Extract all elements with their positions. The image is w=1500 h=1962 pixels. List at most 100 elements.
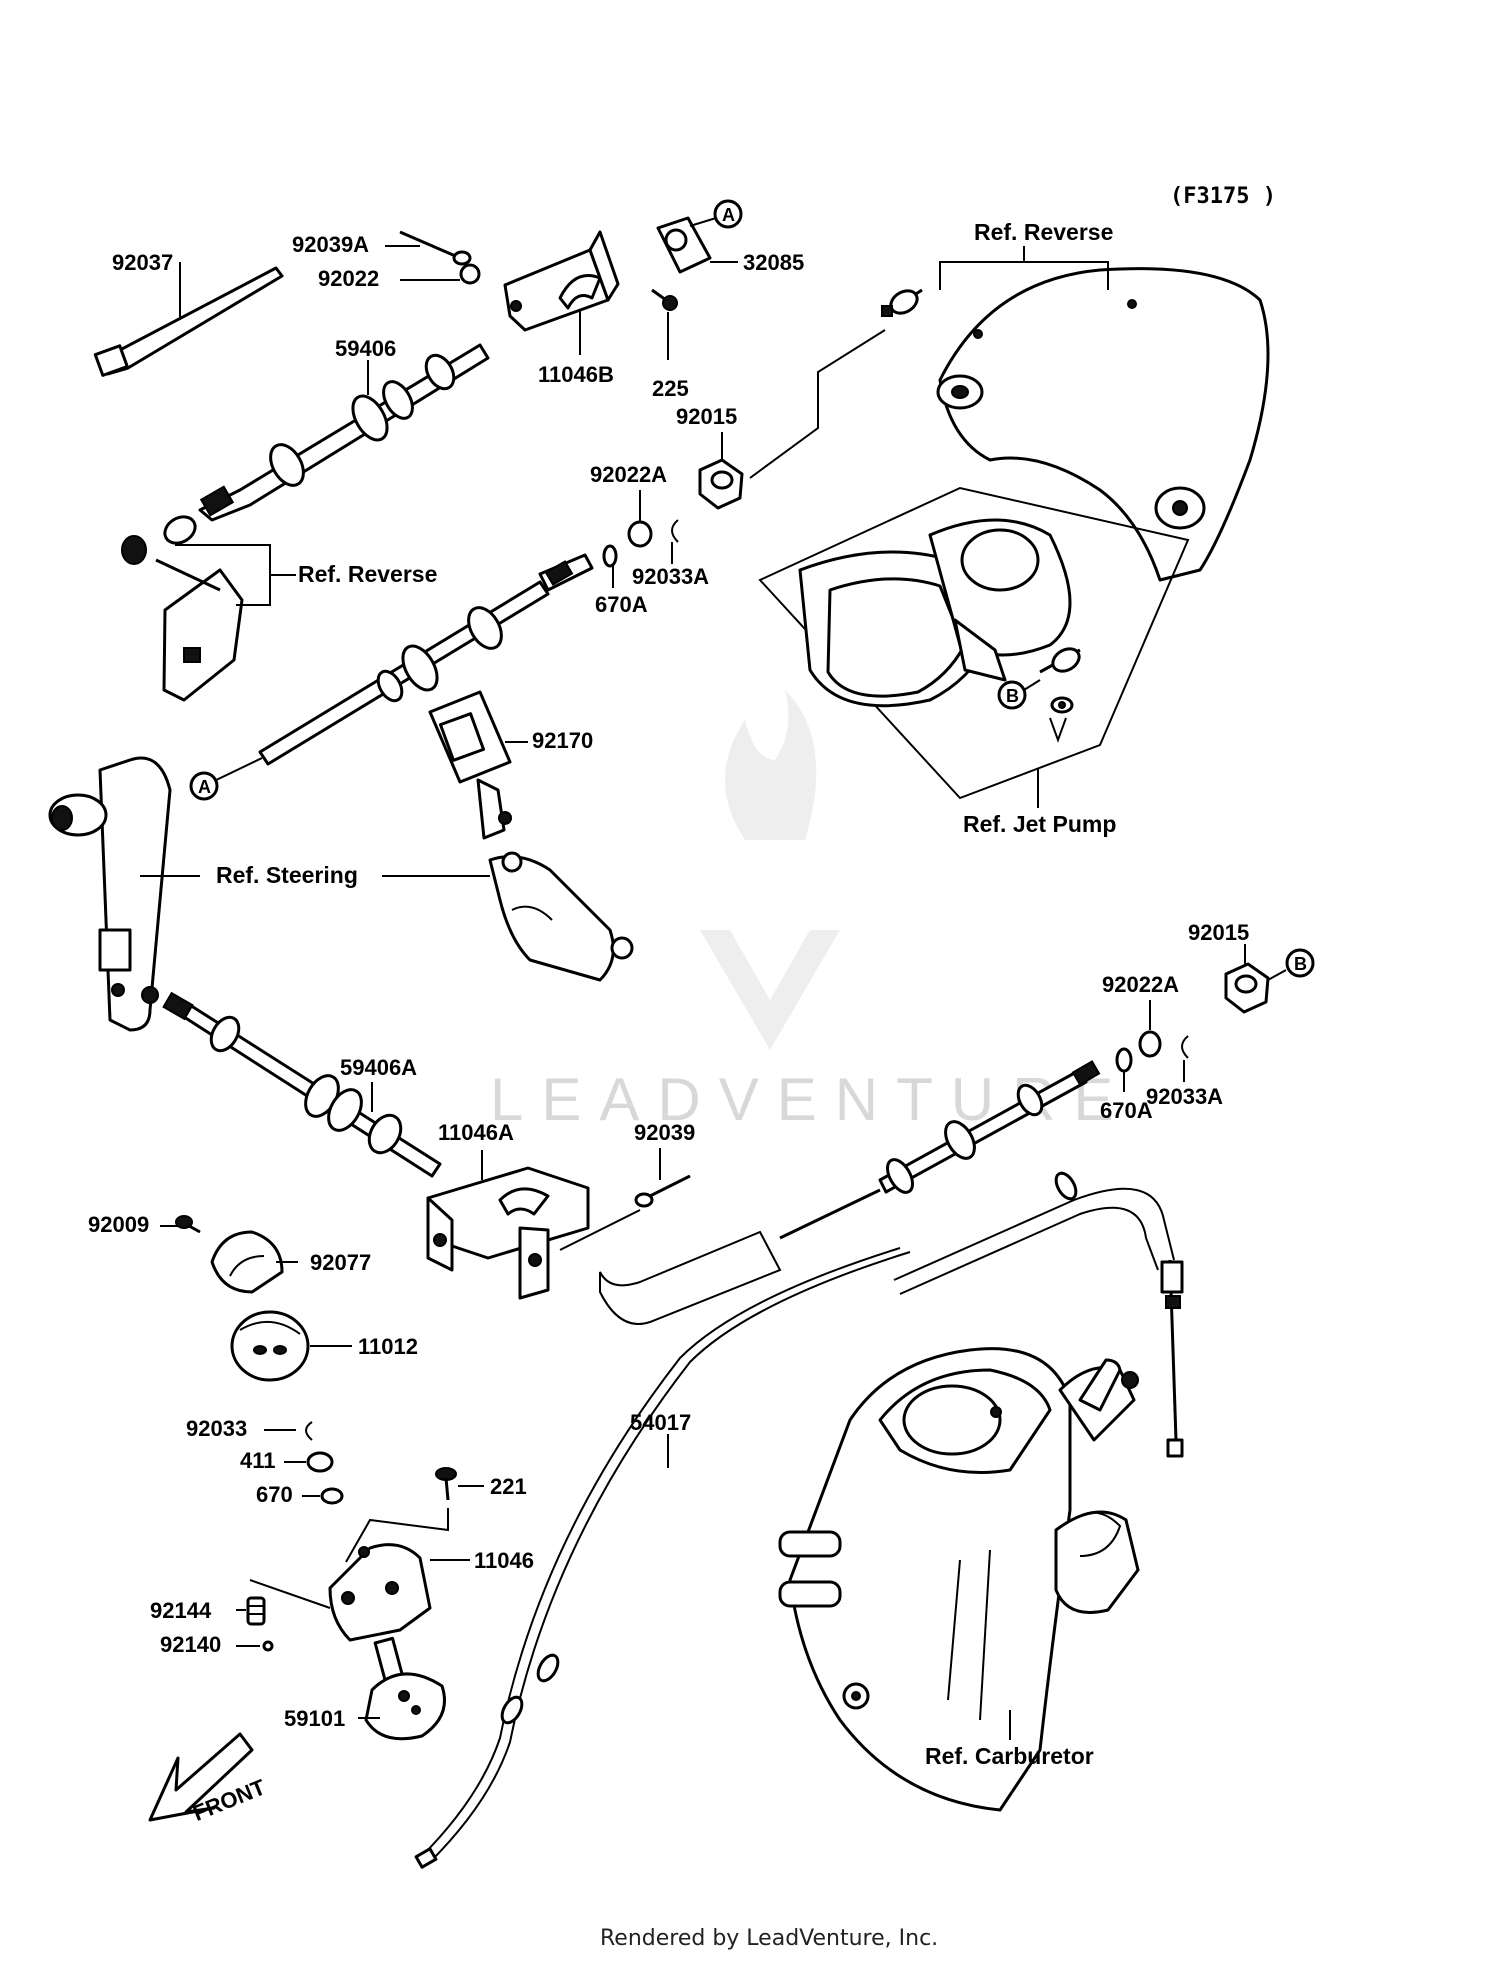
cable-tie-92037 bbox=[93, 266, 284, 377]
part-label-11046B: 11046B bbox=[538, 362, 614, 387]
marker-a-top bbox=[713, 199, 743, 229]
bracket-11046A bbox=[426, 1166, 590, 1300]
marker-b-right-label: B bbox=[1294, 954, 1307, 974]
part-label-670: 670 bbox=[256, 1482, 293, 1507]
part-label-92039: 92039 bbox=[634, 1120, 695, 1145]
leader-reverse-to-nut bbox=[749, 329, 886, 479]
washer-670A-right bbox=[1115, 1047, 1133, 1073]
washer-670A-top bbox=[602, 544, 618, 568]
leader-marker-a-bottom bbox=[209, 757, 263, 784]
knob-92077 bbox=[210, 1230, 284, 1294]
holder-92170 bbox=[428, 690, 512, 840]
washer-411 bbox=[306, 1451, 334, 1473]
clip-92033 bbox=[305, 1421, 313, 1441]
part-label-92033A-top: 92033A bbox=[632, 564, 709, 589]
plate-11012 bbox=[230, 1310, 310, 1382]
part-label-92077: 92077 bbox=[310, 1250, 371, 1275]
pump-arrow bbox=[1049, 717, 1067, 743]
part-label-221: 221 bbox=[490, 1474, 527, 1499]
part-label-92170: 92170 bbox=[532, 728, 593, 753]
pin-92039A bbox=[399, 230, 472, 266]
steering-arm bbox=[48, 756, 172, 1032]
throttle-cable-54017 bbox=[414, 1247, 911, 1869]
steering-clamp bbox=[488, 851, 634, 982]
screw-221 bbox=[435, 1467, 457, 1501]
part-label-11046: 11046 bbox=[474, 1548, 534, 1573]
ref-label-jet-pump: Ref. Jet Pump bbox=[963, 811, 1116, 837]
leader-221-to-lever bbox=[345, 1508, 449, 1563]
part-label-411: 411 bbox=[240, 1448, 276, 1473]
throttle-cable-end bbox=[1160, 1259, 1184, 1458]
lever-11046 bbox=[328, 1543, 432, 1642]
footer-credit: Rendered by LeadVenture, Inc. bbox=[600, 1926, 938, 1951]
washer-92022A-top bbox=[627, 520, 653, 548]
carburetor bbox=[778, 1347, 1140, 1812]
part-label-92033A-right: 92033A bbox=[1146, 1084, 1223, 1109]
part-label-92037: 92037 bbox=[112, 250, 173, 275]
part-label-92022: 92022 bbox=[318, 266, 379, 291]
bolt-225 bbox=[651, 288, 678, 311]
part-label-11012: 11012 bbox=[358, 1334, 418, 1359]
nut-92015-right bbox=[1224, 962, 1270, 1014]
marker-a-bottom-label: A bbox=[198, 777, 211, 797]
ref-label-reverse-top: Ref. Reverse bbox=[974, 219, 1113, 245]
ball-92140 bbox=[262, 1640, 274, 1652]
marker-a-top-label: A bbox=[722, 205, 735, 225]
switch-59101 bbox=[364, 1636, 446, 1741]
washer-92022 bbox=[459, 263, 481, 285]
marker-b-right bbox=[1285, 948, 1315, 978]
part-label-11046A: 11046A bbox=[438, 1120, 514, 1145]
part-label-92144: 92144 bbox=[150, 1598, 212, 1623]
cable-sheath-lower bbox=[599, 1230, 782, 1325]
jet-pump-outline bbox=[758, 486, 1190, 800]
part-label-59406: 59406 bbox=[335, 336, 396, 361]
cable-59406 bbox=[198, 343, 490, 522]
part-label-92009: 92009 bbox=[88, 1212, 149, 1237]
clip-92033A-right bbox=[1181, 1035, 1189, 1059]
marker-b-pump-label: B bbox=[1006, 686, 1019, 706]
part-label-92022A-right: 92022A bbox=[1102, 972, 1179, 997]
nut-92015-top bbox=[698, 458, 744, 510]
pump-fitting bbox=[1039, 647, 1081, 714]
part-label-59406A: 59406A bbox=[340, 1055, 417, 1080]
leader-marker-b-pump bbox=[1023, 679, 1041, 691]
leader-marker-a-top bbox=[689, 217, 717, 227]
spring-92144 bbox=[246, 1596, 266, 1626]
part-label-92140: 92140 bbox=[160, 1632, 221, 1657]
marker-a-bottom bbox=[189, 771, 219, 801]
part-label-92015-top: 92015 bbox=[676, 404, 737, 429]
cable-59406A bbox=[162, 991, 442, 1178]
jet-pump bbox=[798, 518, 1072, 708]
washer-670 bbox=[320, 1487, 344, 1505]
part-label-92015-right: 92015 bbox=[1188, 920, 1249, 945]
part-label-92033: 92033 bbox=[186, 1416, 247, 1441]
bracket-11046B bbox=[503, 230, 620, 332]
part-label-59101: 59101 bbox=[284, 1706, 345, 1731]
part-label-54017: 54017 bbox=[630, 1410, 691, 1435]
washer-92022A-right bbox=[1138, 1030, 1162, 1058]
screw-92009 bbox=[175, 1215, 201, 1234]
cable-59406-continuation bbox=[258, 553, 594, 766]
ref-label-reverse-left: Ref. Reverse bbox=[298, 561, 437, 587]
part-label-32085: 32085 bbox=[743, 250, 804, 275]
pin-92039 bbox=[634, 1174, 691, 1208]
leader-92039-to-bracket bbox=[559, 1209, 641, 1251]
part-label-92039A: 92039A bbox=[292, 232, 369, 257]
figure-code: (F3175 ) bbox=[1170, 184, 1276, 209]
part-label-92022A-top: 92022A bbox=[590, 462, 667, 487]
front-arrow-icon: FRONT bbox=[148, 1732, 269, 1826]
leader-marker-b-right bbox=[1267, 969, 1287, 981]
ref-label-steering: Ref. Steering bbox=[216, 862, 358, 888]
part-label-670A-top: 670A bbox=[595, 592, 648, 617]
marker-b-pump bbox=[997, 680, 1027, 710]
throttle-cable-sheath bbox=[893, 1171, 1175, 1295]
clip-92033A-top bbox=[671, 519, 679, 543]
watermark-logo bbox=[700, 690, 840, 1050]
reverse-lever-left bbox=[121, 515, 244, 702]
reverse-pivot-bolt bbox=[881, 288, 923, 317]
cable-59406A-right bbox=[878, 1060, 1101, 1194]
part-label-670A-right: 670A bbox=[1100, 1098, 1153, 1123]
reverse-bucket bbox=[936, 267, 1270, 582]
leader-92144-to-lever bbox=[249, 1579, 331, 1609]
